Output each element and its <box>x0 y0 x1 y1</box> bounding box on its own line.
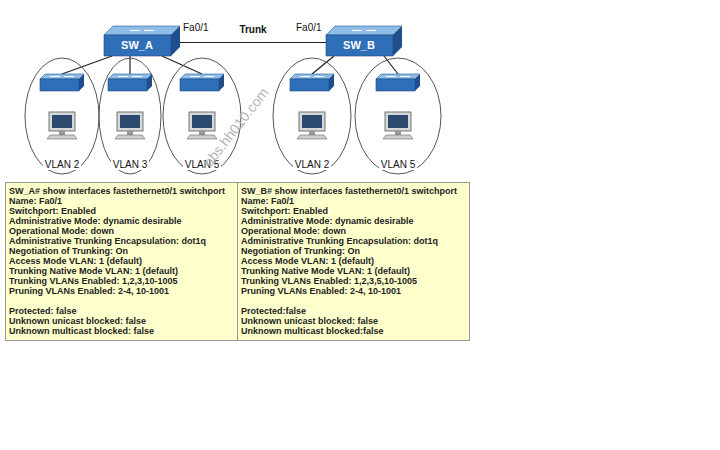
cli-line: Negotiation of Trunking: On <box>9 246 234 256</box>
cli-line: Trunking Native Mode VLAN: 1 (default) <box>241 266 466 276</box>
cli-line: Name: Fa0/1 <box>241 196 466 206</box>
cli-line: Access Mode VLAN: 1 (default) <box>241 256 466 266</box>
vlan-group: VLAN 3 <box>98 74 162 174</box>
cli-line: Trunking VLANs Enabled: 1,2,3,10-1005 <box>9 276 234 286</box>
vlan-group: VLAN 5 <box>354 74 442 174</box>
vlan-label-row: VLAN 2 <box>24 159 100 170</box>
cli-line: Protected: false <box>9 306 234 316</box>
cli-output-panel: SW_B# show interfaces fastethernet0/1 sw… <box>237 182 470 341</box>
cli-line: SW_B# show interfaces fastethernet0/1 sw… <box>241 186 466 196</box>
vlan-label-row: VLAN 5 <box>354 159 442 170</box>
link-line <box>130 56 131 74</box>
cli-line: Unknown unicast blocked: false <box>9 316 234 326</box>
cli-line: Administrative Trunking Encapsulation: d… <box>9 236 234 246</box>
cli-line: Name: Fa0/1 <box>9 196 234 206</box>
vlan-group: VLAN 2 <box>24 74 100 174</box>
vlan-label-row: VLAN 2 <box>272 159 352 170</box>
port-label: Fa0/1 <box>296 22 322 33</box>
core-switch: SW_B <box>326 26 402 56</box>
cli-line: Operational Mode: down <box>9 226 234 236</box>
cli-line: Protected:false <box>241 306 466 316</box>
cli-output-panel: SW_A# show interfaces fastethernet0/1 sw… <box>5 182 238 341</box>
cli-line: Pruning VLANs Enabled: 2-4, 10-1001 <box>241 286 466 296</box>
vlan-label: VLAN 3 <box>111 159 149 170</box>
cli-line: Operational Mode: down <box>241 226 466 236</box>
cli-line: Switchport: Enabled <box>9 206 234 216</box>
vlan-label-row: VLAN 3 <box>98 159 162 170</box>
cli-line: Administrative Mode: dynamic desirable <box>9 216 234 226</box>
cli-line: Unknown multicast blocked:false <box>241 326 466 336</box>
cli-line: Administrative Trunking Encapsulation: d… <box>241 236 466 246</box>
core-switch: SW_A <box>104 26 180 56</box>
vlan-label: VLAN 2 <box>293 159 331 170</box>
switch-name: SW_B <box>326 35 392 56</box>
cli-line: Negotiation of Trunking: On <box>241 246 466 256</box>
link-line <box>180 42 326 43</box>
cli-line: Unknown unicast blocked: false <box>241 316 466 326</box>
port-label: Fa0/1 <box>183 22 209 33</box>
vlan-group: VLAN 2 <box>272 74 352 174</box>
vlan-label: VLAN 2 <box>43 159 81 170</box>
cli-line: Administrative Mode: dynamic desirable <box>241 216 466 226</box>
cli-line: Access Mode VLAN: 1 (default) <box>9 256 234 266</box>
cli-line: Pruning VLANs Enabled: 2-4, 10-1001 <box>9 286 234 296</box>
cli-line: Trunking VLANs Enabled: 1,2,3,5,10-1005 <box>241 276 466 286</box>
cli-line: Trunking Native Mode VLAN: 1 (default) <box>9 266 234 276</box>
link-label: Trunk <box>239 24 266 35</box>
cli-line: Unknown multicast blocked: false <box>9 326 234 336</box>
vlan-label: VLAN 5 <box>379 159 417 170</box>
switch-name: SW_A <box>104 35 170 56</box>
cli-line: Switchport: Enabled <box>241 206 466 216</box>
cli-line: SW_A# show interfaces fastethernet0/1 sw… <box>9 186 234 196</box>
